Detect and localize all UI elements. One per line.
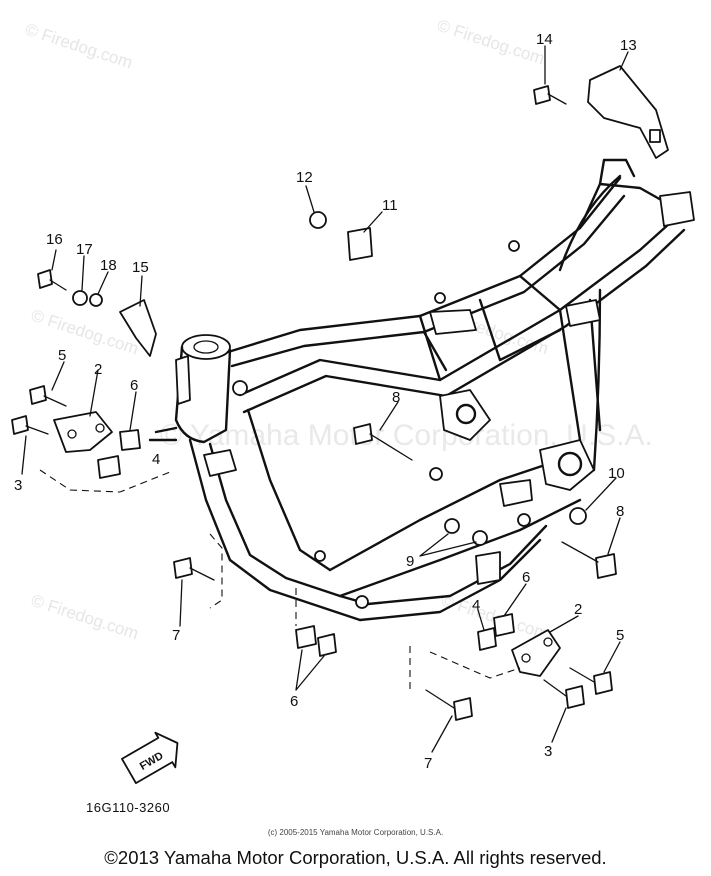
callout-7: 7 [424, 755, 432, 772]
callout-11: 11 [382, 197, 398, 214]
callout-2: 2 [574, 601, 582, 618]
firedog-watermark: © Firedog.com [435, 16, 547, 69]
callout-12: 12 [296, 169, 313, 186]
firedog-watermark: © Firedog.com [23, 20, 135, 73]
callout-10: 10 [608, 465, 625, 482]
callout-7: 7 [172, 627, 180, 644]
fwd-arrow-icon: FWD [121, 731, 179, 785]
callout-13: 13 [620, 37, 637, 54]
callout-4: 4 [472, 597, 480, 614]
callout-3: 3 [14, 477, 22, 494]
callout-6: 6 [290, 693, 298, 710]
copyright-notice: ©2013 Yamaha Motor Corporation, U.S.A. A… [104, 847, 607, 868]
copyright-small: (c) 2005-2015 Yamaha Motor Corporation, … [267, 828, 444, 837]
callout-labels: 12 11 14 13 16 17 18 15 5 2 6 3 4 8 10 8… [14, 31, 637, 772]
callout-8: 8 [392, 389, 400, 406]
callout-5: 5 [58, 347, 66, 364]
callout-4: 4 [152, 451, 160, 468]
diagram-code: 16G110-3260 [86, 800, 171, 815]
callout-8: 8 [616, 503, 624, 520]
loose-parts [11, 65, 669, 721]
callout-9: 9 [406, 553, 414, 570]
motorcycle-frame [148, 158, 695, 622]
callout-3: 3 [544, 743, 552, 760]
callout-5: 5 [616, 627, 624, 644]
callout-18: 18 [100, 257, 117, 274]
callout-16: 16 [46, 231, 63, 248]
callout-2: 2 [94, 361, 102, 378]
callout-15: 15 [132, 259, 149, 276]
leader-lines [21, 45, 629, 753]
firedog-watermark: © Firedog.com [29, 591, 141, 644]
callout-17: 17 [76, 241, 93, 258]
callout-6: 6 [522, 569, 530, 586]
callout-14: 14 [536, 31, 553, 48]
callout-6: 6 [130, 377, 138, 394]
